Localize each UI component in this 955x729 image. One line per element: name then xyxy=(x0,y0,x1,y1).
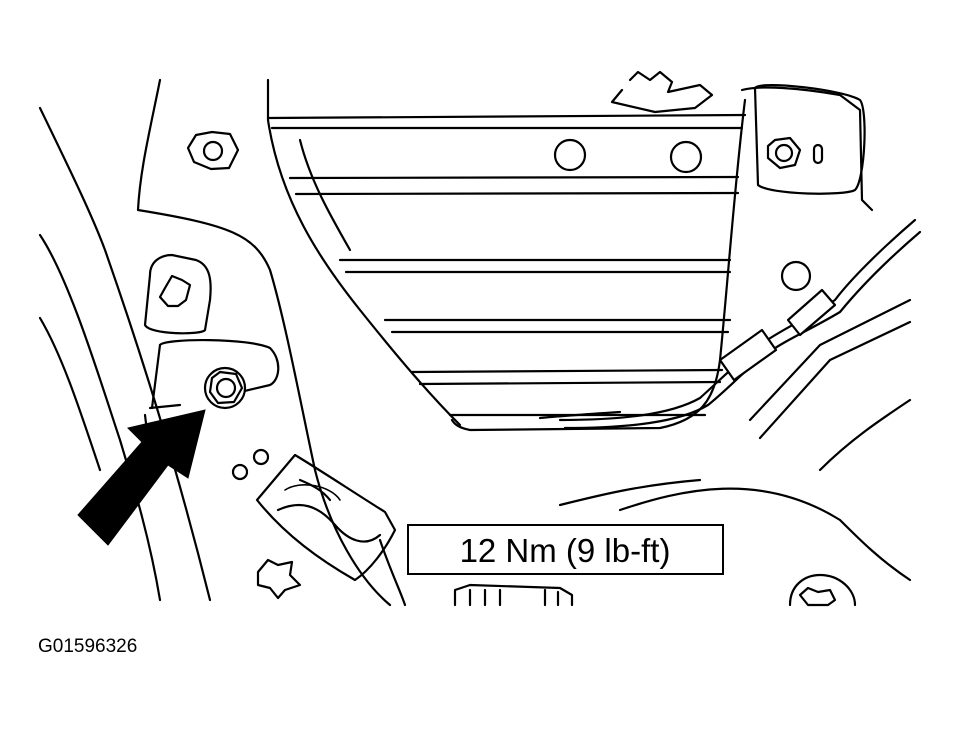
bottom-fragments xyxy=(378,538,857,607)
lower-boot xyxy=(255,453,397,582)
keyhole-clip-left xyxy=(143,253,212,335)
arrow-pointer-icon xyxy=(77,409,206,546)
bolt xyxy=(203,366,247,410)
torque-spec-label: 12 Nm (9 lb-ft) xyxy=(460,532,671,569)
figure-id: G01596326 xyxy=(38,636,137,657)
panel-holes xyxy=(553,138,812,292)
cable-connector-lower xyxy=(718,328,778,382)
upper-frame xyxy=(266,78,747,427)
small-holes xyxy=(231,448,270,481)
torque-spec-callout: 12 Nm (9 lb-ft) xyxy=(407,524,724,575)
torque-spec-box xyxy=(407,524,724,575)
right-frame xyxy=(740,86,874,212)
star-clip-bottom xyxy=(256,558,302,600)
hex-nut-upper-left xyxy=(186,130,240,171)
lower-right-structure xyxy=(558,298,912,582)
hex-nut-right xyxy=(753,84,866,195)
louver-panel xyxy=(288,98,747,432)
top-clip xyxy=(610,70,714,114)
cable-connector-upper xyxy=(786,288,837,337)
